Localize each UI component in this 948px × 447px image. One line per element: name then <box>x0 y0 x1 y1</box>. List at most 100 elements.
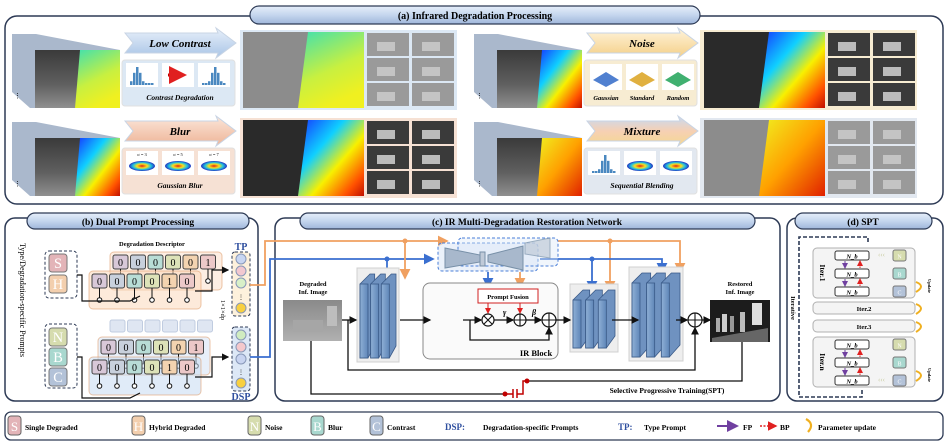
legend-param-update: Parameter update <box>818 423 877 432</box>
update-arrow-icon <box>805 418 813 433</box>
degradation-type-label: Mixture <box>623 126 661 138</box>
descriptor-bit: 0 <box>176 343 181 354</box>
degradation-prompt-token <box>235 341 247 353</box>
legend-label: Contrast <box>387 423 416 432</box>
prompt-dim-label: 1×1×dp <box>219 300 226 320</box>
panel-infrared-degradation: (a) Infrared Degradation Processing ⋮Low… <box>4 5 944 205</box>
gaussian-surface <box>165 161 191 171</box>
descriptor-bit: 0 <box>150 363 155 374</box>
network-block-label: N_b <box>845 361 858 368</box>
descriptor-slot-faded <box>162 319 178 333</box>
descriptor-slot-faded <box>197 319 213 333</box>
image-stack: ⋮ <box>474 34 582 108</box>
svg-text:⋮: ⋮ <box>14 180 21 188</box>
legend-key: S <box>11 419 18 434</box>
svg-text:N: N <box>897 255 902 261</box>
legend-dsp-abbr: DSP: <box>445 422 465 432</box>
image-stack: ⋮ <box>474 122 582 196</box>
update-arrow-icon <box>915 303 922 315</box>
svg-text:⋮: ⋮ <box>14 92 21 100</box>
descriptor-bit: 0 <box>188 258 193 269</box>
descriptor-slot-faded <box>144 319 161 333</box>
gaussian-surface <box>201 161 227 171</box>
degradation-arrow <box>585 114 699 148</box>
panel-c-title-pill <box>299 212 756 230</box>
descriptor-slot-faded <box>179 319 196 333</box>
descriptor-bit: 0 <box>106 343 111 354</box>
degradation-key-N <box>892 338 907 351</box>
data-flow-arrows <box>310 316 743 395</box>
prompt-encoder-decoder <box>437 237 559 272</box>
descriptor-bit: 0 <box>141 343 146 354</box>
gaussian-surface <box>129 161 155 171</box>
kernel-sigma-label: σ = 7 <box>209 152 219 157</box>
svg-text:⋮: ⋮ <box>238 370 244 376</box>
descriptor-bit: 0 <box>159 343 164 354</box>
descriptor-bit: 1 <box>206 258 211 269</box>
network-block-label: N_b <box>845 290 858 297</box>
svg-text:⋮: ⋮ <box>476 180 483 188</box>
legend-key: H <box>134 419 143 434</box>
prompt-key-S: S <box>48 253 68 273</box>
panel-b-title: (b) Dual Prompt Processing <box>82 217 195 228</box>
kernel-sigma-label: σ = 5 <box>173 152 183 157</box>
network-block <box>834 375 870 386</box>
legend-label: Single Degraded <box>25 423 79 432</box>
network-block-label: N_b <box>845 272 858 279</box>
degradation-prompt-token <box>235 377 247 389</box>
degradation-type-label: Noise <box>628 38 655 50</box>
legend-dsp-text: Degradation-specific Prompts <box>483 423 579 432</box>
panel-a-title-pill: (a) Infrared Degradation Processing <box>249 5 701 25</box>
image-stack: ⋮ <box>12 34 120 108</box>
iteration-label: Iter.3 <box>857 324 872 331</box>
update-arrow-icon <box>915 370 922 382</box>
network-block <box>834 268 870 279</box>
type-prompt-token <box>235 253 247 265</box>
descriptor-bit: 1 <box>167 363 172 374</box>
panel-d-title-pill <box>794 212 933 230</box>
noise-type-label: Random <box>666 95 690 102</box>
dsp-label: DSP <box>232 392 251 403</box>
descriptor-bit: 0 <box>185 277 190 288</box>
svg-text:B: B <box>897 362 901 368</box>
degradation-key-C <box>892 374 907 387</box>
prompt-fusion-box <box>477 288 539 304</box>
degradation-caption: Contrast Degradation <box>146 93 213 102</box>
prompt-key-H: H <box>48 274 68 294</box>
svg-text:⋮: ⋮ <box>238 295 244 301</box>
legend-label: Blur <box>328 423 343 432</box>
panel-restoration-network: (c) IR Multi-Degradation Restoration Net… <box>250 212 781 402</box>
legend-label: Noise <box>265 423 283 432</box>
degradation-type-label: Blur <box>169 126 192 138</box>
noise-type-label: Standard <box>630 95 655 102</box>
descriptor-bit: 0 <box>132 363 137 374</box>
degradation-prompt-token <box>235 353 247 365</box>
restored-output-image <box>710 300 770 342</box>
output-label-line2: Inf. Image <box>726 289 755 296</box>
descriptor-bit: 0 <box>97 277 102 288</box>
descriptor-bit: 0 <box>118 258 123 269</box>
spt-switch[interactable] <box>502 378 530 399</box>
kernel-sigma-label: σ = 3 <box>137 152 147 157</box>
beta-symbol: β <box>531 308 537 317</box>
gaussian-surface <box>627 161 653 171</box>
spt-iteration: Iter.3 <box>812 319 922 333</box>
legend-tp-abbr: TP: <box>618 422 633 432</box>
descriptor-slot-faded <box>109 319 126 333</box>
descriptor-bit: 0 <box>136 258 141 269</box>
image-stack: ⋮ <box>12 122 120 196</box>
type-key-group <box>44 250 78 299</box>
degradation-key-group <box>44 323 78 389</box>
legend-key: N <box>250 419 260 434</box>
legend-bp: BP <box>780 423 790 432</box>
encoder-conv-block <box>356 267 400 363</box>
gaussian-surface <box>663 161 689 171</box>
